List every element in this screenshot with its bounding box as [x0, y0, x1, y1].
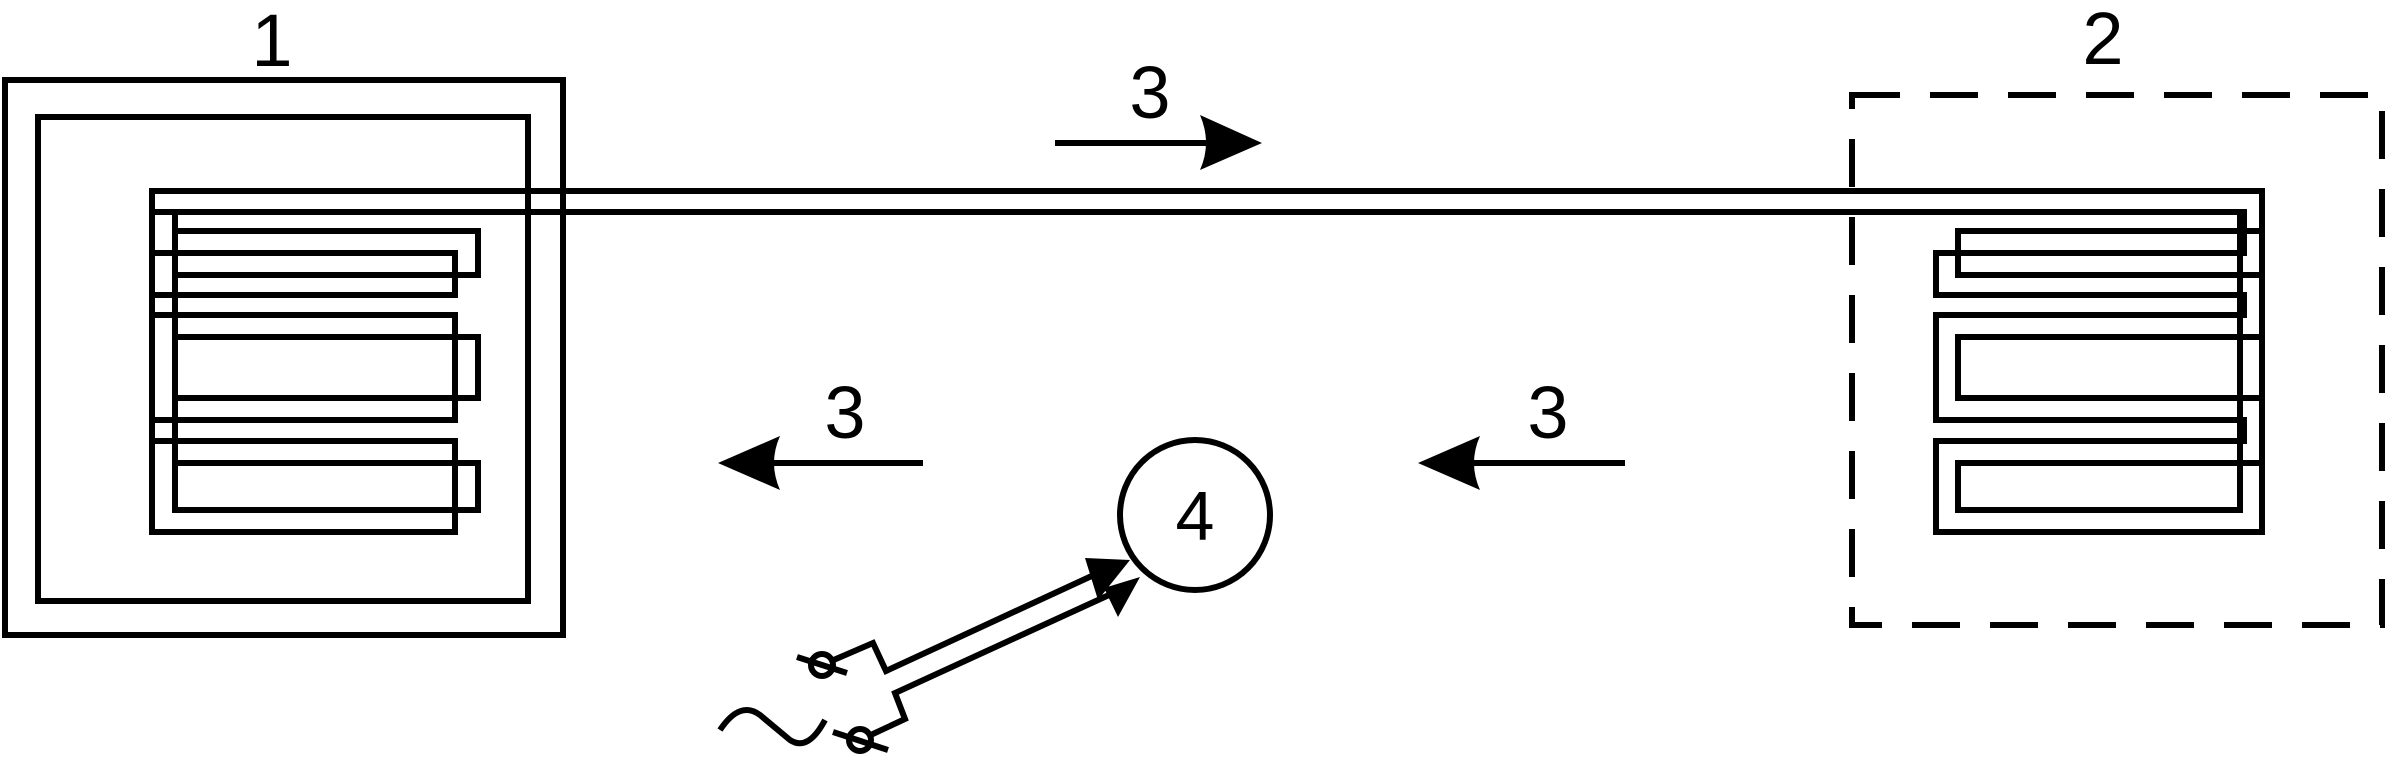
- loop-pipe-inner: [172, 209, 2265, 513]
- ac-supply: [717, 558, 1140, 754]
- box-1-inner-frame: [35, 114, 531, 604]
- supply-arrow-head-upper: [1085, 558, 1130, 600]
- pump-circle: [1117, 437, 1273, 593]
- flow-arrow-bottom-right-head: [1418, 436, 1480, 490]
- supply-wire-lower: [858, 592, 1111, 743]
- flow-arrow-top-head: [1200, 115, 1262, 170]
- loop-pipe-outer: [149, 188, 2265, 535]
- pump-circle-4: 4: [1117, 437, 1273, 593]
- flow-arrow-bottom-left-head: [718, 436, 780, 490]
- supply-arrow-head-lower: [1104, 577, 1140, 617]
- terminal-upper-tick: [796, 654, 848, 676]
- supply-wire-upper: [820, 571, 1098, 675]
- box-1: [2, 77, 566, 638]
- box-2-dashed-frame: [1849, 92, 2385, 628]
- terminal-lower-tick: [832, 729, 889, 753]
- ac-symbol: [717, 707, 828, 747]
- box-2-label: 2: [2082, 0, 2123, 80]
- box-1-outer-frame: [2, 77, 566, 638]
- flow-arrow-top: 3: [1055, 51, 1262, 170]
- flow-label-bottom-right: 3: [1527, 371, 1568, 454]
- flow-label-bottom-left: 3: [824, 371, 865, 454]
- flow-arrow-bottom-left: 3: [718, 371, 923, 490]
- flow-arrow-bottom-right: 3: [1418, 371, 1625, 490]
- flow-label-top: 3: [1129, 51, 1170, 134]
- box-1-label: 1: [251, 0, 292, 82]
- circle-label-4: 4: [1176, 477, 1215, 555]
